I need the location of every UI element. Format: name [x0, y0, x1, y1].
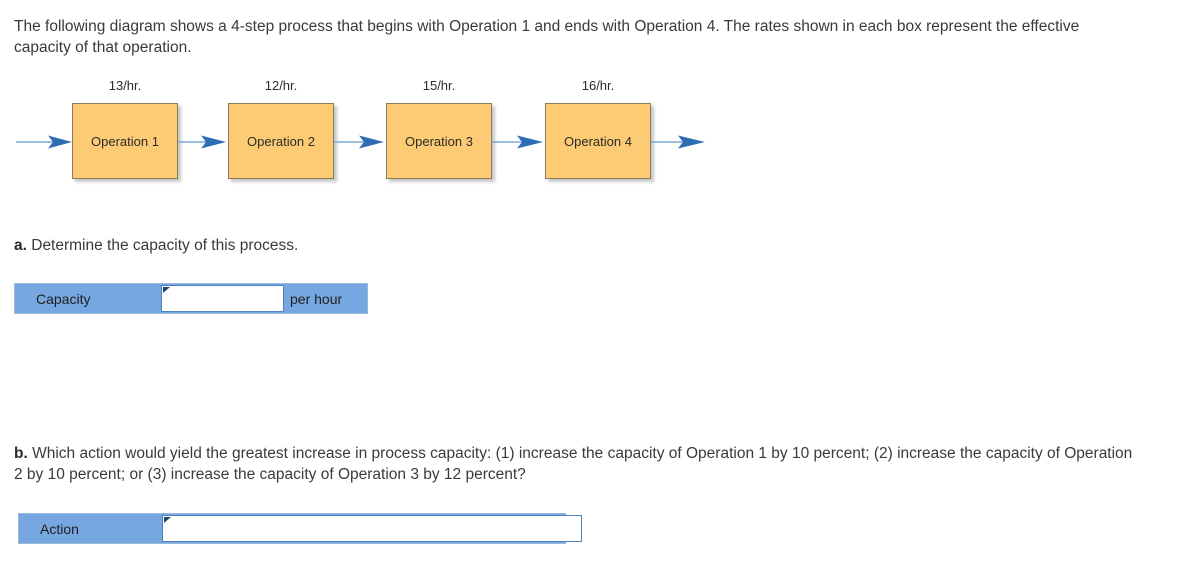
capacity-label: Capacity	[36, 290, 91, 307]
operation-box-4-label: Operation 4	[564, 133, 632, 149]
intro-paragraph: The following diagram shows a 4-step pro…	[14, 18, 1080, 56]
action-answer-row: Action	[18, 513, 582, 544]
arrow-input-to-operation-1	[16, 133, 74, 151]
operation-box-2: Operation 2	[228, 103, 334, 179]
question-a: a. Determine the capacity of this proces…	[14, 235, 298, 256]
rate-label-operation-3: 15/hr.	[422, 78, 456, 93]
arrow-operation-2-to-3	[334, 133, 386, 151]
capacity-unit-label: per hour	[290, 290, 343, 307]
question-a-marker: a.	[14, 237, 27, 254]
operation-box-1: Operation 1	[72, 103, 178, 179]
question-b-text: Which action would yield the greatest in…	[14, 445, 1133, 483]
capacity-answer-row: Capacity per hour	[14, 283, 368, 314]
operation-box-1-label: Operation 1	[91, 133, 159, 149]
question-b: b. Which action would yield the greatest…	[14, 443, 1134, 485]
action-label: Action	[40, 520, 79, 537]
operation-box-3-label: Operation 3	[405, 133, 473, 149]
arrow-operation-4-to-output	[651, 133, 707, 151]
rate-label-operation-4: 16/hr.	[581, 78, 615, 93]
arrow-operation-3-to-4	[492, 133, 545, 151]
question-a-text: Determine the capacity of this process.	[26, 237, 299, 254]
operation-box-3: Operation 3	[386, 103, 492, 179]
operation-box-4: Operation 4	[545, 103, 651, 179]
process-diagram: 13/hr. 12/hr. 15/hr. 16/hr. Operation 1 …	[0, 78, 720, 188]
question-b-marker: b.	[14, 445, 28, 462]
action-input	[163, 516, 581, 541]
rate-label-operation-1: 13/hr.	[108, 78, 142, 93]
action-input-cell[interactable]	[162, 515, 582, 542]
arrow-operation-1-to-2	[178, 133, 228, 151]
operation-box-2-label: Operation 2	[247, 133, 315, 149]
capacity-input-cell[interactable]	[161, 285, 284, 312]
rate-label-operation-2: 12/hr.	[264, 78, 298, 93]
capacity-input	[162, 286, 283, 311]
